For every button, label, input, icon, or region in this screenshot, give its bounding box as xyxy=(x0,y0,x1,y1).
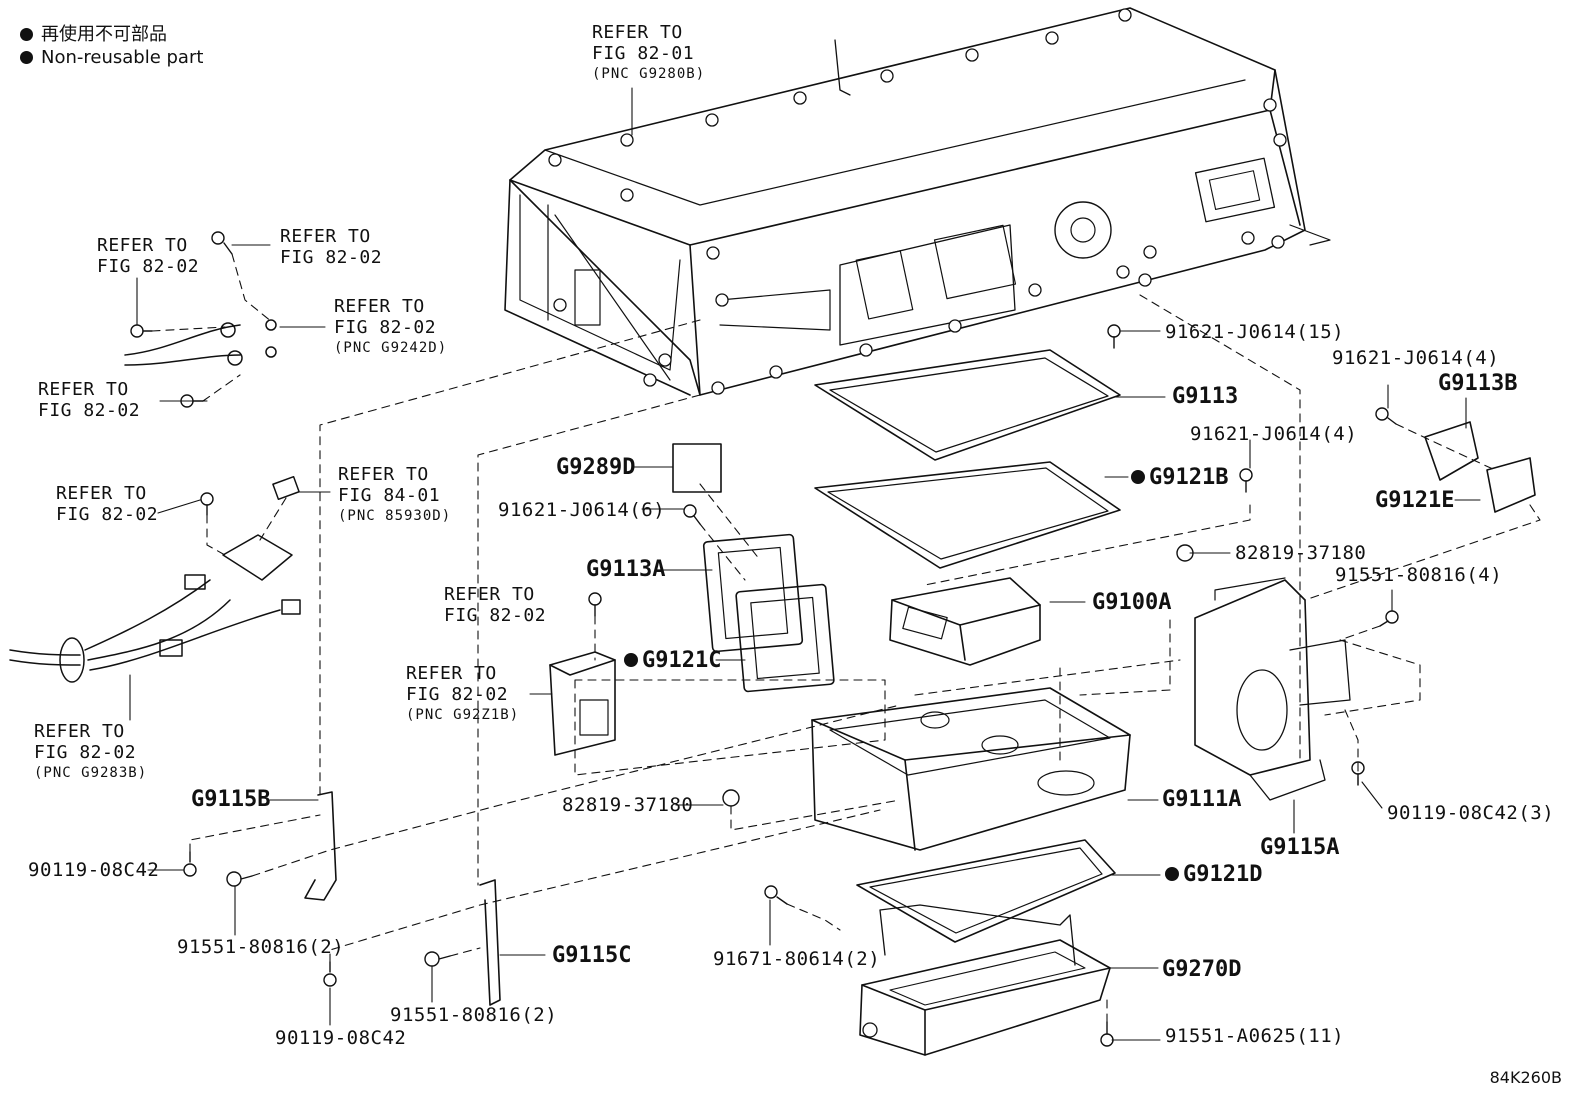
part-g9121c-text: G9121C xyxy=(642,648,722,673)
part-90119-08c42-a[interactable]: 90119-08C42 xyxy=(28,859,160,881)
part-g9113[interactable]: G9113 xyxy=(1172,384,1239,409)
part-g9115c[interactable]: G9115C xyxy=(552,943,632,968)
bracket-g9115c-illustration xyxy=(479,879,501,1006)
part-90119-08c42-3[interactable]: 90119-08C42(3) xyxy=(1387,802,1555,824)
ref-pnc: (PNC G92Z1B) xyxy=(406,707,520,723)
gasket-g9113a-illustration xyxy=(702,533,804,653)
ref-line1: REFER TO xyxy=(280,226,371,247)
gasket-g9113-illustration xyxy=(814,349,1121,461)
part-g9121c[interactable]: G9121C xyxy=(624,650,721,672)
non-reusable-icon xyxy=(1131,470,1145,484)
part-g9115a[interactable]: G9115A xyxy=(1260,835,1340,860)
ref-line1: REFER TO xyxy=(97,235,188,256)
ref-pnc: (PNC 85930D) xyxy=(338,508,452,524)
part-90119-08c42-b[interactable]: 90119-08C42 xyxy=(275,1027,407,1049)
refer-fig-82-02-h[interactable]: REFER TO FIG 82-02 (PNC G92Z1B) xyxy=(406,663,519,725)
ref-pnc: (PNC G9242D) xyxy=(334,340,448,356)
part-91551-80816-2-a[interactable]: 91551-80816(2) xyxy=(177,936,345,958)
ref-line1: REFER TO xyxy=(38,379,129,400)
ref-pnc: (PNC G9280B) xyxy=(592,66,706,82)
ref-line2: FIG 82-02 xyxy=(444,605,547,626)
ref-line1: REFER TO xyxy=(56,483,147,504)
legend-jp: 再使用不可部品 xyxy=(20,24,167,46)
bracket-g9115b-illustration xyxy=(304,791,337,901)
refer-fig-82-02-e[interactable]: REFER TO FIG 82-02 xyxy=(56,483,158,525)
ref-line2: FIG 82-02 xyxy=(34,742,137,763)
part-g9111a[interactable]: G9111A xyxy=(1162,787,1242,812)
non-reusable-icon xyxy=(1165,867,1179,881)
gasket-g9121b-illustration xyxy=(814,461,1121,569)
legend-jp-text: 再使用不可部品 xyxy=(41,24,167,45)
part-g9113a[interactable]: G9113A xyxy=(586,557,666,582)
part-g9121d-text: G9121D xyxy=(1183,862,1263,887)
bottom-cover-g9270d-illustration xyxy=(859,904,1111,1056)
ref-line2: FIG 82-02 xyxy=(334,317,437,338)
wire-harness-illustration xyxy=(9,319,301,683)
gasket-g9121c-illustration xyxy=(735,583,835,693)
lower-case-g9111a-illustration xyxy=(811,687,1131,851)
part-g9115b[interactable]: G9115B xyxy=(191,787,271,812)
ref-line1: REFER TO xyxy=(592,22,683,43)
ref-line1: REFER TO xyxy=(406,663,497,684)
bullet-icon xyxy=(20,28,33,41)
plate-g9121e-illustration xyxy=(1486,457,1536,513)
legend-en-text: Non-reusable part xyxy=(41,47,204,68)
part-82819-37180-b[interactable]: 82819-37180 xyxy=(562,794,694,816)
refer-fig-82-01[interactable]: REFER TO FIG 82-01 (PNC G9280B) xyxy=(592,22,705,84)
refer-fig-84-01[interactable]: REFER TO FIG 84-01 (PNC 85930D) xyxy=(338,464,451,526)
part-91551-80816-2-b[interactable]: 91551-80816(2) xyxy=(390,1004,558,1026)
part-g9121d[interactable]: G9121D xyxy=(1165,864,1262,886)
alignment-dashed-lines xyxy=(151,253,1541,1023)
ref-line2: FIG 82-02 xyxy=(406,684,509,705)
part-91621-j0614-4-a[interactable]: 91621-J0614(4) xyxy=(1332,347,1500,369)
ref-line2: FIG 82-01 xyxy=(592,43,695,64)
connector-block-illustration xyxy=(549,651,616,756)
refer-fig-82-02-g[interactable]: REFER TO FIG 82-02 xyxy=(444,584,546,626)
leader-lines xyxy=(129,87,1481,1041)
part-g9113b[interactable]: G9113B xyxy=(1438,371,1518,396)
refer-fig-82-02-f[interactable]: REFER TO FIG 82-02 (PNC G9283B) xyxy=(34,721,147,783)
ref-line1: REFER TO xyxy=(334,296,425,317)
ref-pnc: (PNC G9283B) xyxy=(34,765,148,781)
refer-fig-82-02-b[interactable]: REFER TO FIG 82-02 xyxy=(280,226,382,268)
refer-fig-82-02-d[interactable]: REFER TO FIG 82-02 xyxy=(38,379,140,421)
plate-g9113b-illustration xyxy=(1424,421,1479,481)
part-g9121b-text: G9121B xyxy=(1149,465,1229,490)
part-91621-j0614-6[interactable]: 91621-J0614(6) xyxy=(498,499,666,521)
ref-line1: REFER TO xyxy=(338,464,429,485)
part-82819-37180-a[interactable]: 82819-37180 xyxy=(1235,542,1367,564)
part-91671-80614-2[interactable]: 91671-80614(2) xyxy=(713,948,881,970)
part-g9270d[interactable]: G9270D xyxy=(1162,957,1242,982)
part-91621-j0614-15[interactable]: 91621-J0614(15) xyxy=(1165,321,1345,343)
cover-g9289d-illustration xyxy=(672,443,722,493)
ref-line2: FIG 84-01 xyxy=(338,485,441,506)
gasket-g9121d-illustration xyxy=(856,839,1116,943)
bullet-icon xyxy=(20,51,33,64)
ref-line1: REFER TO xyxy=(34,721,125,742)
non-reusable-icon xyxy=(624,653,638,667)
part-91621-j0614-4-b[interactable]: 91621-J0614(4) xyxy=(1190,423,1358,445)
ref-line1: REFER TO xyxy=(444,584,535,605)
part-g9100a[interactable]: G9100A xyxy=(1092,590,1172,615)
part-91551-80816-4[interactable]: 91551-80816(4) xyxy=(1335,564,1503,586)
part-g9289d[interactable]: G9289D xyxy=(556,455,636,480)
bolt-symbols xyxy=(130,231,1399,1047)
illustration-code: 84K260B xyxy=(1489,1068,1562,1087)
ref-line2: FIG 82-02 xyxy=(280,247,383,268)
ref-line2: FIG 82-02 xyxy=(38,400,141,421)
inverter-case-illustration xyxy=(504,7,1331,396)
ref-line2: FIG 82-02 xyxy=(56,504,159,525)
part-91551-a0625-11[interactable]: 91551-A0625(11) xyxy=(1165,1025,1345,1047)
part-g9121b[interactable]: G9121B xyxy=(1131,467,1228,489)
module-g9100a-illustration xyxy=(889,577,1041,666)
ref-line2: FIG 82-02 xyxy=(97,256,200,277)
part-g9121e[interactable]: G9121E xyxy=(1375,488,1455,513)
legend-en: Non-reusable part xyxy=(20,47,203,69)
refer-fig-82-02-c[interactable]: REFER TO FIG 82-02 (PNC G9242D) xyxy=(334,296,447,358)
bracket-g9115a-illustration xyxy=(1194,577,1351,801)
refer-fig-82-02-a[interactable]: REFER TO FIG 82-02 xyxy=(97,235,199,277)
